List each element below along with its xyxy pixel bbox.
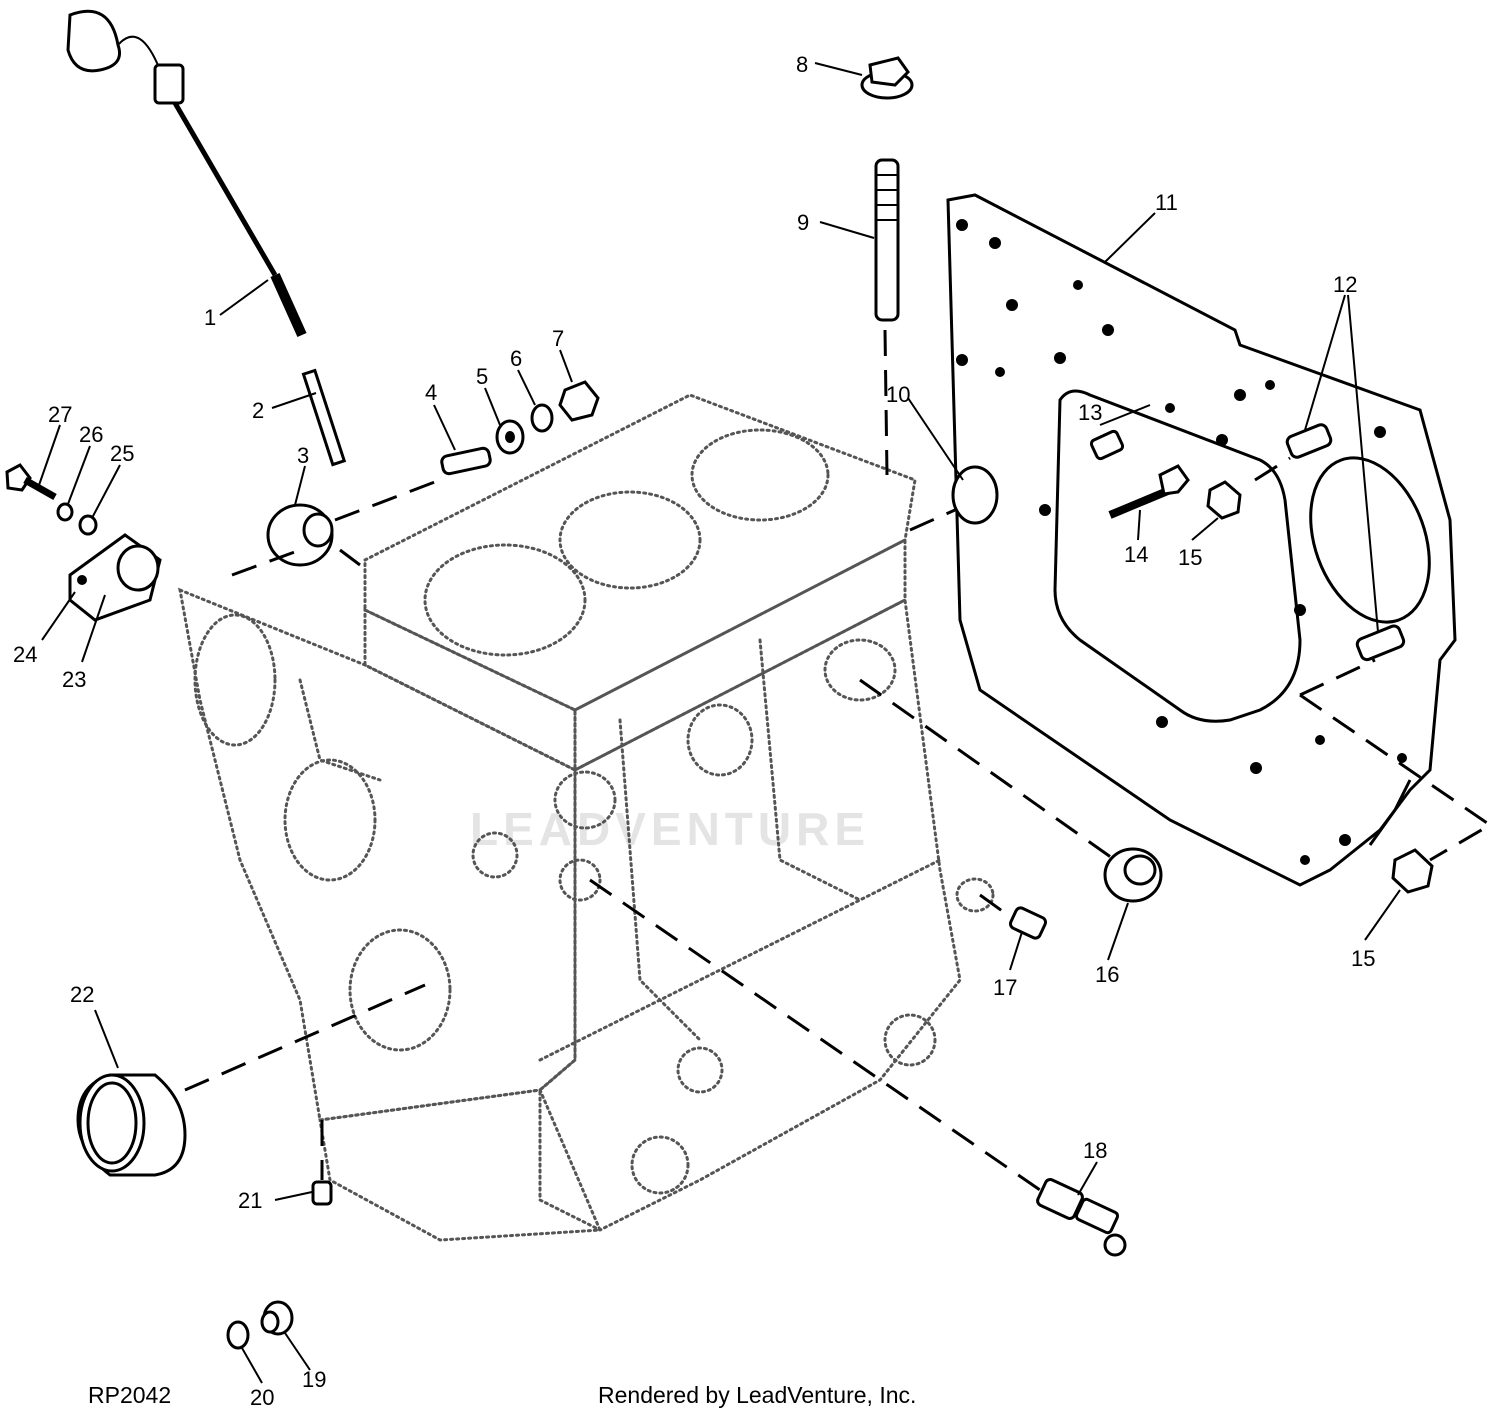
part-23-housing xyxy=(68,533,162,622)
part-6-lock-washer xyxy=(530,403,554,433)
callout-16: 16 xyxy=(1095,962,1119,987)
callout-labels: 1 2 3 4 5 6 7 8 9 10 11 12 13 14 15 15 1… xyxy=(13,52,1375,1410)
part-12-dowel-lower xyxy=(1355,624,1406,662)
part-3-seal xyxy=(266,503,334,567)
part-12-dowel-upper xyxy=(1285,423,1333,459)
callout-2: 2 xyxy=(252,398,264,423)
part-15-nut-upper xyxy=(1206,480,1242,520)
part-27-bolt xyxy=(5,463,57,501)
callout-8: 8 xyxy=(796,52,808,77)
callout-26: 26 xyxy=(79,422,103,447)
part-17-plug xyxy=(1008,906,1048,940)
part-4-stud xyxy=(440,446,492,476)
callout-25: 25 xyxy=(110,441,134,466)
credit-text: Rendered by LeadVenture, Inc. xyxy=(598,1382,916,1408)
part-19-plug xyxy=(260,1300,294,1336)
engine-block xyxy=(178,393,995,1242)
part-9-stud xyxy=(874,158,900,322)
figure-id: RP2042 xyxy=(88,1382,171,1408)
part-1-dipstick xyxy=(66,9,307,338)
callout-17: 17 xyxy=(993,975,1017,1000)
part-5-washer xyxy=(495,419,525,455)
callout-6: 6 xyxy=(510,346,522,371)
alignment-lines xyxy=(184,329,1493,1192)
callout-20: 20 xyxy=(250,1385,274,1410)
leader-lines xyxy=(37,62,1401,1384)
callout-15b: 15 xyxy=(1351,946,1375,971)
part-20-o-ring xyxy=(226,1320,250,1350)
part-8-cap xyxy=(860,56,914,100)
callout-18: 18 xyxy=(1083,1138,1107,1163)
callout-24: 24 xyxy=(13,642,37,667)
callout-5: 5 xyxy=(476,364,488,389)
callout-9: 9 xyxy=(797,210,809,235)
part-2-tube xyxy=(301,368,347,467)
part-16-seal xyxy=(1103,847,1163,903)
part-15-nut-lower xyxy=(1391,848,1434,894)
callout-7: 7 xyxy=(552,326,564,351)
callout-1: 1 xyxy=(204,305,216,330)
engine-plate xyxy=(946,193,1457,887)
part-25-washer xyxy=(78,514,98,536)
part-14-bolt xyxy=(1108,464,1190,519)
callout-12: 12 xyxy=(1333,272,1357,297)
callout-23: 23 xyxy=(62,667,86,692)
callout-14: 14 xyxy=(1124,542,1148,567)
part-26-lock-washer xyxy=(56,502,74,522)
part-21-plug xyxy=(311,1180,333,1206)
callout-3: 3 xyxy=(297,443,309,468)
part-7-nut xyxy=(558,380,600,422)
callout-15a: 15 xyxy=(1178,545,1202,570)
part-22-sleeve xyxy=(76,1073,187,1177)
callout-21: 21 xyxy=(238,1188,262,1213)
callout-27: 27 xyxy=(48,402,72,427)
part-13-pin xyxy=(1089,429,1125,461)
callout-11: 11 xyxy=(1155,190,1178,215)
part-10-plug xyxy=(951,465,999,525)
callout-10: 10 xyxy=(886,382,910,407)
callout-19: 19 xyxy=(302,1367,326,1392)
part-18-fitting xyxy=(1036,1178,1127,1257)
watermark-text: LEADVENTURE xyxy=(470,803,870,855)
callout-22: 22 xyxy=(70,982,94,1007)
callout-13: 13 xyxy=(1078,400,1102,425)
callout-4: 4 xyxy=(425,380,437,405)
